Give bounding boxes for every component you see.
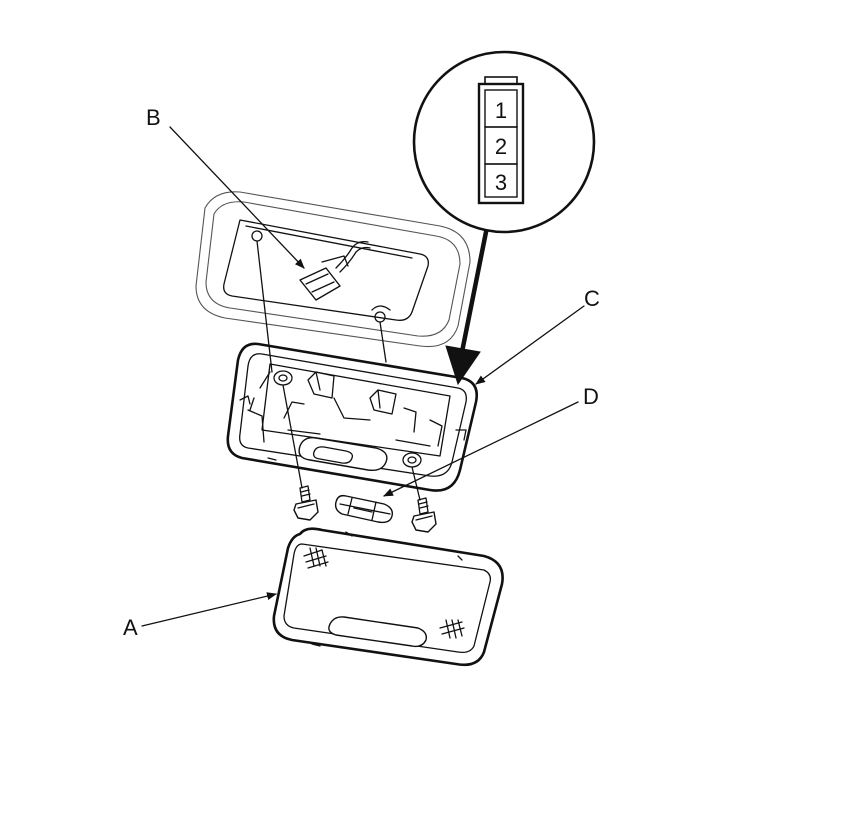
leader-lines: [141, 126, 585, 627]
connector-pin-1: 1: [495, 98, 507, 123]
screw-left: [293, 485, 319, 521]
connector-detail-callout: 1 2 3: [412, 50, 596, 386]
screw-right: [411, 497, 437, 533]
festoon-bulb: [334, 494, 394, 524]
label-c: C: [584, 286, 600, 311]
roof-headliner-opening: [195, 191, 471, 348]
alignment-lines: [256, 240, 421, 501]
lens-cover: [272, 527, 504, 667]
label-a: A: [123, 615, 138, 640]
connector-pin-2: 2: [495, 134, 507, 159]
harness-connector: [299, 240, 371, 301]
light-housing: [226, 342, 478, 492]
connector-pin-3: 3: [495, 170, 507, 195]
label-d: D: [583, 384, 599, 409]
label-b: B: [146, 105, 161, 130]
